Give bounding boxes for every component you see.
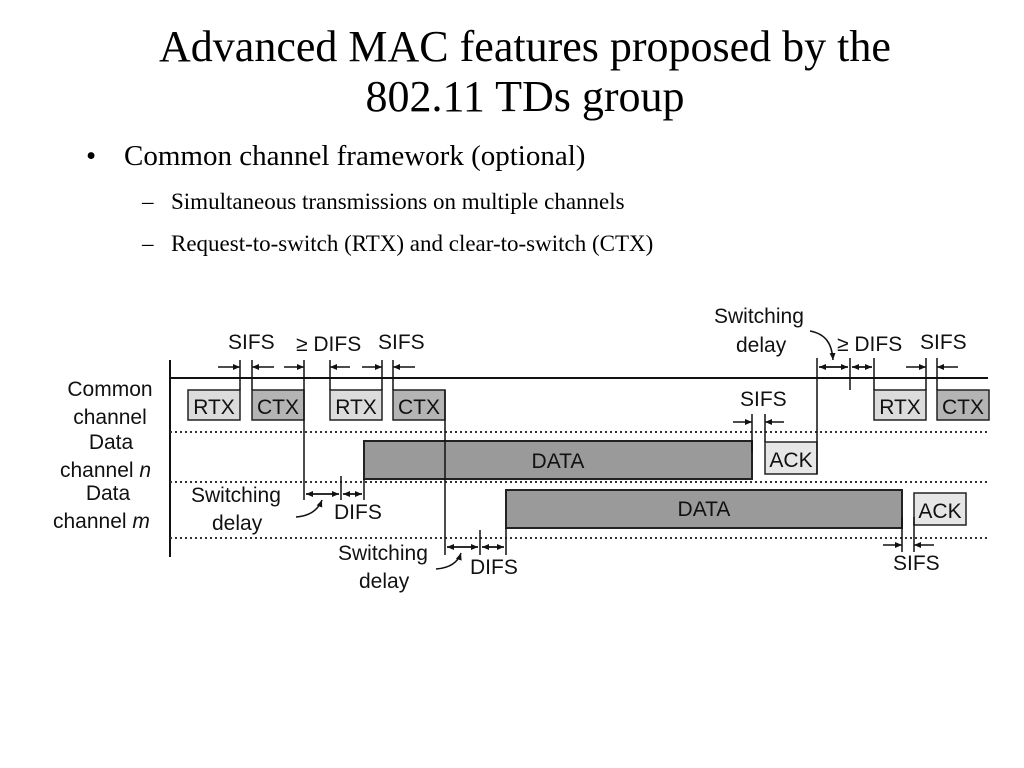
delay-label-1: delay — [212, 512, 263, 535]
bullet-marker: • — [86, 140, 97, 172]
sub-bullet-marker: – — [142, 231, 154, 256]
right-timing-ticks — [809, 330, 958, 474]
label-common-channel-2: channel — [73, 406, 147, 429]
delay-label-2: delay — [359, 570, 410, 593]
rtx-frame-3 — [873, 389, 927, 421]
label-common-channel-1: Common — [67, 378, 152, 401]
sifs-label-3: SIFS — [740, 388, 787, 411]
sub-bullet-item: – Request-to-switch (RTX) and clear-to-s… — [142, 230, 653, 258]
switching-lines — [295, 390, 507, 570]
ack-label-m: ACK — [918, 500, 961, 523]
label-data-n-1: Data — [89, 431, 134, 454]
bullet-text: Common channel framework (optional) — [124, 140, 586, 172]
sifs-ack-m-ticks — [883, 517, 934, 552]
sifs-label-1: SIFS — [228, 331, 275, 354]
sifs-label-2: SIFS — [378, 331, 425, 354]
sub-bullet-text: Request-to-switch (RTX) and clear-to-swi… — [171, 231, 654, 256]
data-label-n: DATA — [532, 450, 585, 473]
title-line-1: Advanced MAC features proposed by the — [159, 22, 891, 71]
ge-difs-label-2: ≥ DIFS — [837, 333, 902, 356]
delay-label-3: delay — [736, 334, 787, 357]
sub-bullet-item: – Simultaneous transmissions on multiple… — [142, 188, 653, 216]
rtx-frame-1 — [187, 389, 241, 421]
ctx-label-2: CTX — [398, 396, 440, 419]
bullet-item: • Common channel framework (optional) — [86, 138, 653, 174]
rtx-label-3: RTX — [879, 396, 921, 419]
data-label-m: DATA — [678, 498, 731, 521]
ctx-label-3: CTX — [942, 396, 984, 419]
switching-label-1: Switching — [191, 484, 281, 507]
switching-label-2: Switching — [338, 542, 428, 565]
difs-label-2: DIFS — [470, 556, 518, 579]
title-line-2: 802.11 TDs group — [365, 72, 685, 121]
label-data-m-2: channel m — [53, 510, 150, 533]
sifs-label-4: SIFS — [920, 331, 967, 354]
rtx-label-2: RTX — [335, 396, 377, 419]
ack-frame-m — [913, 492, 967, 526]
label-data-m-1: Data — [86, 482, 131, 505]
ack-label-n: ACK — [769, 449, 812, 472]
data-frame-n — [363, 440, 753, 480]
ge-difs-label-1: ≥ DIFS — [296, 333, 361, 356]
ctx-frame-3 — [936, 389, 990, 421]
ack-frame-n — [764, 441, 818, 475]
ctx-label-1: CTX — [257, 396, 299, 419]
switching-label-3: Switching — [714, 305, 804, 328]
ctx-frame-1 — [251, 389, 305, 421]
sub-bullet-marker: – — [142, 189, 154, 214]
top-timing-ticks — [218, 360, 415, 390]
slide-title: Advanced MAC features proposed by the 80… — [0, 22, 1024, 122]
data-frame-m — [505, 489, 903, 529]
difs-label-1: DIFS — [334, 501, 382, 524]
sub-bullet-text: Simultaneous transmissions on multiple c… — [171, 189, 625, 214]
label-data-n-2: channel n — [60, 459, 151, 482]
bullet-list: • Common channel framework (optional) – … — [86, 138, 653, 258]
sifs-label-5: SIFS — [893, 552, 940, 575]
rtx-label-1: RTX — [193, 396, 235, 419]
rtx-frame-2 — [329, 389, 383, 421]
sifs-ack-n-ticks — [733, 414, 784, 452]
